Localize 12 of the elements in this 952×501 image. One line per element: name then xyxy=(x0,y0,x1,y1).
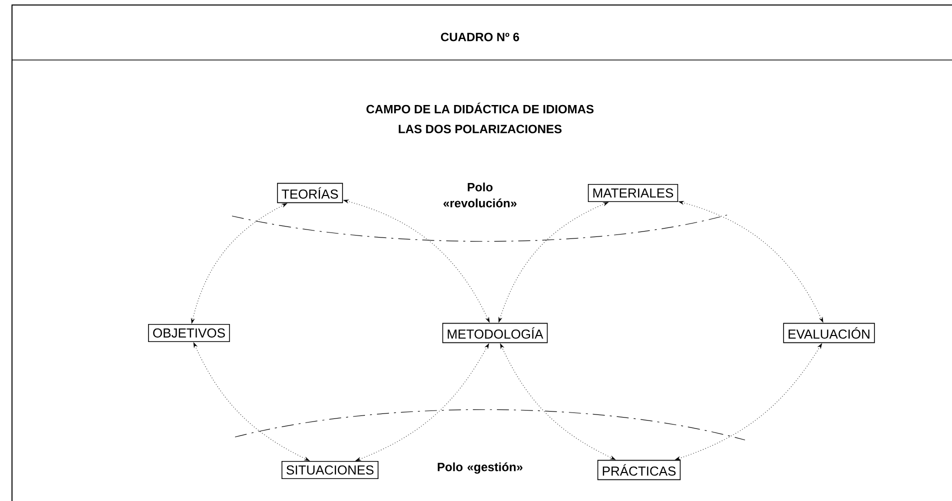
pole-label: Polo «gestión» xyxy=(438,462,522,474)
concept-box: METODOLOGÍA xyxy=(442,322,548,344)
concept-box: TEORÍAS xyxy=(277,182,343,204)
pole-label: Polo «revolución» xyxy=(444,182,516,208)
diagram-heading: CAMPO DE LA DIDÁCTICA DE IDIOMAS xyxy=(366,102,594,114)
concept-box: OBJETIVOS xyxy=(148,324,230,342)
concept-box: PRÁCTICAS xyxy=(597,460,681,480)
concept-box: MATERIALES xyxy=(588,184,678,202)
concept-box: EVALUACIÓN xyxy=(783,322,875,344)
diagram-heading: LAS DOS POLARIZACIONES xyxy=(398,124,562,134)
table-title: CUADRO Nº 6 xyxy=(440,32,520,42)
concept-box: SITUACIONES xyxy=(282,461,378,479)
